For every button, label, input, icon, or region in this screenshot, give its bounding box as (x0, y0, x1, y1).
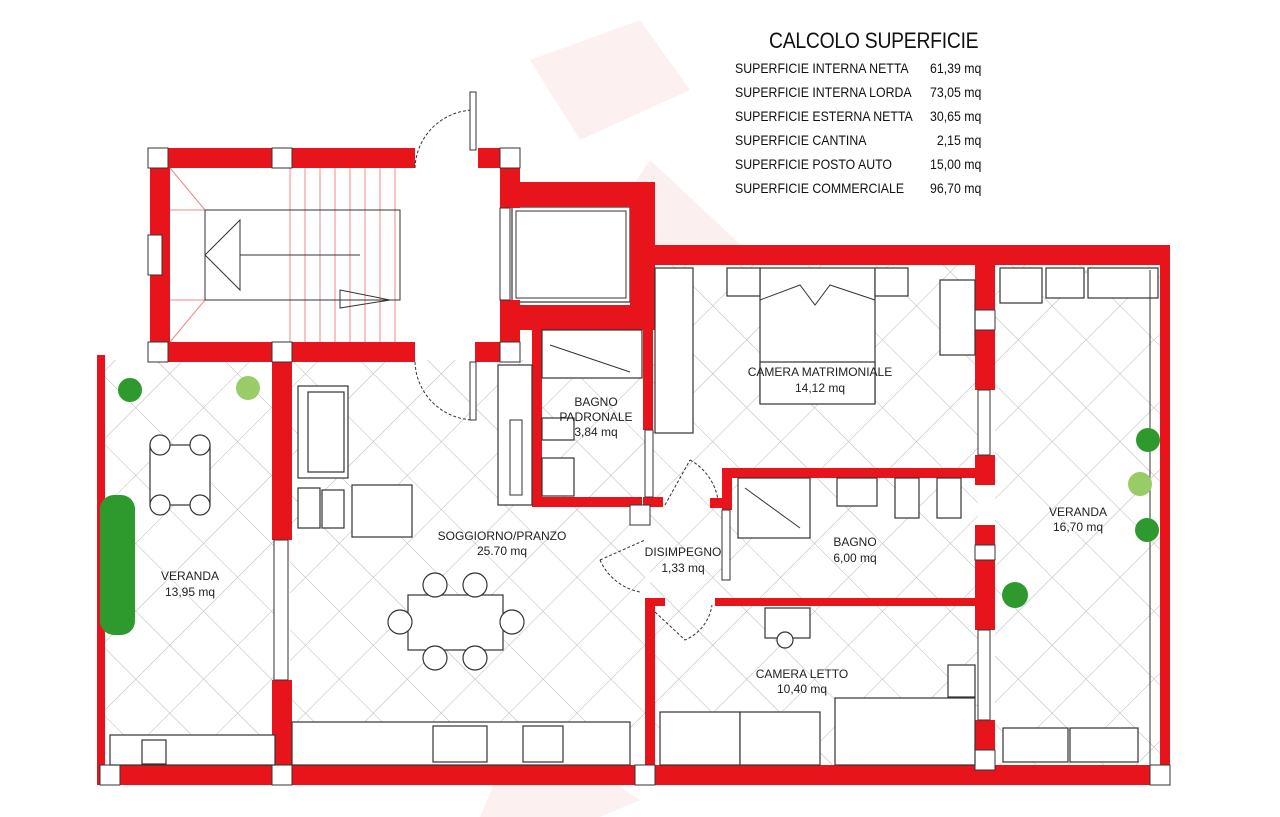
structural-columns (99, 147, 1171, 786)
room-area: 3,84 mq (574, 425, 617, 439)
shower (737, 477, 811, 539)
summary-row: SUPERFICIE POSTO AUTO 15,00 mq (735, 156, 981, 180)
doors (414, 91, 719, 641)
room-area: 16,70 mq (1053, 520, 1103, 534)
room-area: 1,33 mq (661, 561, 704, 575)
summary-value: 2,15 mq (936, 132, 982, 148)
summary-row: SUPERFICIE ESTERNA NETTA 30,65 mq (735, 108, 981, 132)
stairwell (169, 167, 500, 343)
summary-label: SUPERFICIE COMMERCIALE (735, 180, 905, 196)
summary-label: SUPERFICIE INTERNA NETTA (735, 60, 909, 76)
room-name: VERANDA (1049, 505, 1107, 519)
summary-value: 96,70 mq (930, 180, 982, 196)
summary-label: SUPERFICIE CANTINA (735, 132, 867, 148)
room-area: 6,00 mq (833, 551, 876, 565)
toilet (936, 477, 962, 519)
hedge-icon (100, 495, 135, 635)
room-area: 10,40 mq (777, 682, 827, 696)
room-name: CAMERA LETTO (756, 667, 848, 681)
summary-row: SUPERFICIE COMMERCIALE 96,70 mq (735, 180, 981, 204)
room-name: BAGNO (574, 395, 617, 409)
room-name: PADRONALE (559, 410, 632, 424)
room-labels: VERANDA 13,95 mq SOGGIORNO/PRANZO 25.70 … (161, 361, 1107, 696)
armchair (351, 484, 413, 538)
room-area: 25.70 mq (477, 544, 527, 558)
summary-value: 73,05 mq (930, 84, 982, 100)
plant-icon (118, 378, 142, 402)
summary-title: CALCOLO SUPERFICIE (769, 28, 979, 53)
surface-summary-table: CALCOLO SUPERFICIE SUPERFICIE INTERNA NE… (735, 28, 1015, 204)
washbasin (836, 477, 878, 507)
stove (522, 725, 564, 763)
washbasin (541, 457, 575, 497)
plant-icon (1002, 582, 1028, 608)
stair-arrow-icon (339, 289, 391, 309)
summary-value: 61,39 mq (930, 60, 982, 76)
single-bed (834, 697, 976, 766)
summary-row: SUPERFICIE CANTINA 2,15 mq (735, 132, 981, 156)
room-area: 14,12 mq (795, 381, 845, 395)
plant-icon (1136, 428, 1160, 452)
summary-value: 30,65 mq (930, 108, 982, 124)
elevator (511, 206, 631, 303)
dining-table (407, 594, 504, 651)
plant-icon (1128, 472, 1152, 496)
sink (432, 725, 488, 763)
room-name: VERANDA (161, 569, 219, 583)
plant-icon (236, 376, 260, 400)
summary-label: SUPERFICIE ESTERNA NETTA (735, 108, 913, 124)
bidet (894, 477, 920, 519)
room-name: CAMERA MATRIMONIALE (748, 365, 892, 379)
room-area: 13,95 mq (165, 585, 215, 599)
plant-icons (100, 376, 1160, 635)
summary-label: SUPERFICIE INTERNA LORDA (735, 84, 912, 100)
room-name: SOGGIORNO/PRANZO (438, 529, 567, 543)
room-name: BAGNO (833, 535, 876, 549)
windows (147, 207, 991, 721)
summary-label: SUPERFICIE POSTO AUTO (735, 156, 893, 172)
room-name: DISIMPEGNO (645, 545, 722, 559)
summary-row: SUPERFICIE INTERNA LORDA 73,05 mq (735, 84, 981, 108)
wardrobe (659, 711, 741, 766)
plant-icon (1135, 518, 1159, 542)
washing-machine (999, 267, 1043, 304)
summary-row: SUPERFICIE INTERNA NETTA 61,39 mq (735, 60, 981, 84)
summary-value: 15,00 mq (930, 156, 982, 172)
